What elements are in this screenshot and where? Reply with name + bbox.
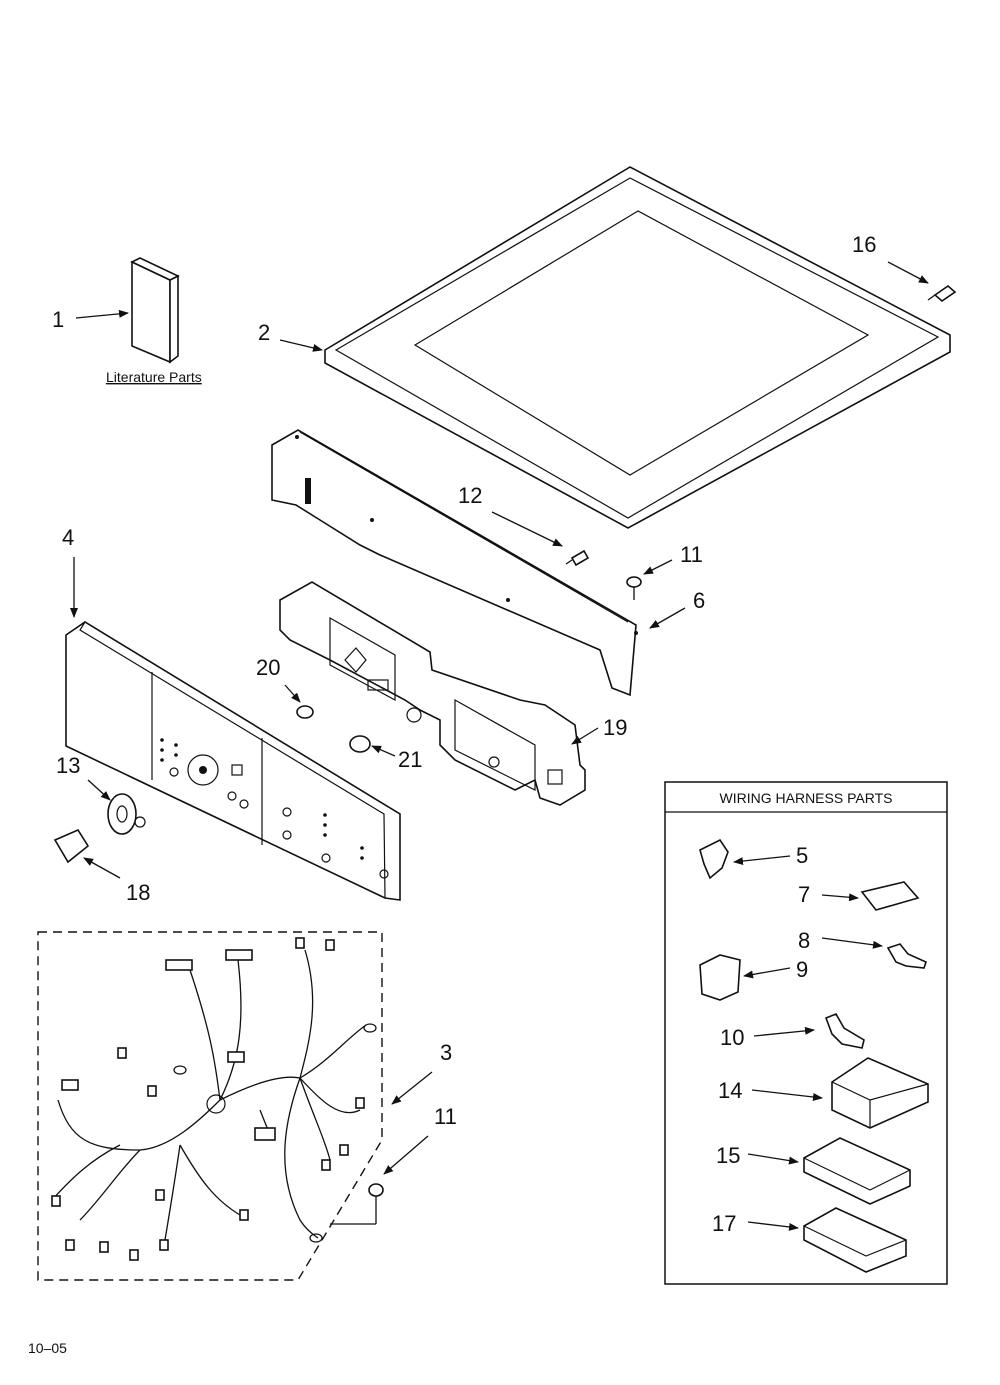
- callout-20: 20: [256, 655, 280, 680]
- literature-parts-label: Literature Parts: [106, 369, 202, 385]
- callout-9: 9: [796, 957, 808, 982]
- callout-15: 15: [716, 1143, 740, 1168]
- callout-11-lower: 11: [434, 1104, 457, 1129]
- wiring-harness-parts-title: WIRING HARNESS PARTS: [720, 790, 893, 806]
- callout-21: 21: [398, 747, 422, 772]
- callout-12: 12: [458, 483, 482, 508]
- control-housing-part: [279, 581, 586, 806]
- console-indicator-dots: [160, 738, 364, 860]
- connector-15-part: [803, 1137, 911, 1205]
- callout-4: 4: [62, 525, 74, 550]
- console-panel-part: [65, 621, 401, 901]
- callout-arrows: [70, 261, 929, 1231]
- connector-clip-5-part: [699, 838, 729, 880]
- callout-18: 18: [126, 880, 150, 905]
- button-21-part: [349, 735, 371, 753]
- callout-11-upper: 11: [680, 542, 703, 567]
- callout-14: 14: [718, 1078, 742, 1103]
- callout-7: 7: [798, 882, 810, 907]
- footer-code: 10–05: [28, 1340, 67, 1356]
- callout-10: 10: [720, 1025, 744, 1050]
- callout-5: 5: [796, 843, 808, 868]
- callout-3: 3: [440, 1040, 452, 1065]
- connector-9-part: [699, 954, 741, 1001]
- callout-1: 1: [52, 307, 64, 332]
- callout-labels: 1 2 16 12 11 6 4 20 21 19 13 18 3 11 5 7…: [52, 232, 876, 1236]
- hinge-screw-part: [927, 284, 957, 303]
- harness-connectors: [51, 937, 365, 1261]
- callout-19: 19: [603, 715, 627, 740]
- wiring-harness-part: [51, 937, 377, 1261]
- callout-6: 6: [693, 588, 705, 613]
- connector-17-part: [803, 1207, 907, 1273]
- knob-18-part: [53, 828, 90, 864]
- screw-11-upper-part: [626, 576, 642, 600]
- console-bracket-part: [271, 429, 638, 697]
- callout-2: 2: [258, 320, 270, 345]
- callout-17: 17: [712, 1211, 736, 1236]
- connector-7-part: [860, 881, 920, 911]
- terminal-10-part: [824, 1012, 865, 1049]
- terminal-8-part: [886, 943, 927, 969]
- callout-13: 13: [56, 753, 80, 778]
- knob-13-part: [107, 793, 146, 835]
- connector-14-part: [831, 1057, 929, 1129]
- washer-top-lid-part: [324, 166, 951, 529]
- callout-16: 16: [852, 232, 876, 257]
- screw-11-lower-part: [330, 1183, 384, 1225]
- wiring-harness-boundary: [37, 931, 383, 1281]
- literature-book-part: [130, 257, 180, 364]
- callout-8: 8: [798, 928, 810, 953]
- screw-12-part: [565, 549, 590, 567]
- button-20-part: [296, 705, 314, 719]
